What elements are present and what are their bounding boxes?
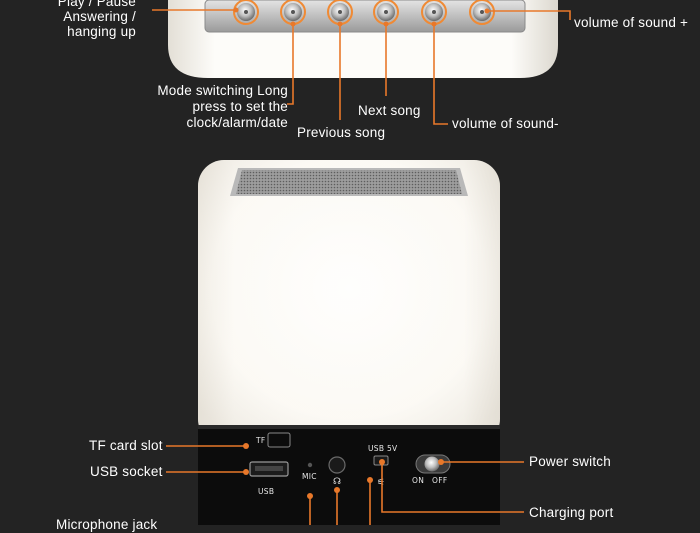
answering-label: Answering /: [63, 9, 136, 24]
speaker-grille: [236, 170, 462, 194]
speaker-lamp: [198, 160, 500, 525]
top-leader-lines: [152, 7, 571, 125]
panel-ports: ☊ ⚟: [249, 432, 451, 488]
mode-label-line3: clock/alarm/date: [186, 115, 288, 130]
panel-mic-text: MIC: [302, 472, 317, 481]
previous-song-label: Previous song: [297, 125, 386, 140]
panel-off-text: OFF: [432, 476, 448, 485]
tf-card-slot-label: TF card slot: [89, 438, 163, 453]
headphone-icon: ☊: [333, 477, 341, 487]
next-song-button[interactable]: [373, 0, 399, 25]
play-pause-button[interactable]: [233, 0, 259, 25]
panel-usb-text: USB: [258, 487, 275, 496]
leader-charging: [381, 462, 524, 513]
headphone-jack[interactable]: [328, 456, 346, 474]
volume-down-label: volume of sound-: [452, 116, 559, 131]
leader-volume-down: [433, 24, 448, 125]
usb-socket-label: USB socket: [90, 464, 163, 479]
usb-symbol-icon: ⚟: [377, 478, 385, 488]
volume-up-button[interactable]: [469, 0, 495, 25]
mode-label-line1: Mode switching Long: [157, 83, 288, 98]
bottom-panel: [198, 425, 500, 525]
panel-usb5v-text: USB 5V: [368, 444, 398, 453]
bottom-leader-lines: [166, 443, 524, 525]
next-song-label: Next song: [358, 103, 421, 118]
leader-mode: [287, 24, 294, 105]
previous-song-button[interactable]: [327, 0, 353, 25]
play-pause-label: Play / Pause: [57, 0, 136, 9]
mode-button[interactable]: [280, 0, 306, 25]
leader-volume-up: [487, 10, 571, 20]
panel-tf-text: TF: [256, 436, 266, 445]
panel-on-text: ON: [412, 476, 425, 485]
top-panel: [168, 0, 558, 78]
mic-hole: [307, 462, 313, 468]
volume-down-button[interactable]: [421, 0, 447, 25]
mode-label-line2: press to set the: [192, 99, 288, 114]
tf-slot[interactable]: [267, 432, 291, 448]
charging-port-label: Charging port: [529, 505, 614, 520]
power-switch-label: Power switch: [529, 454, 611, 469]
hanging-up-label: hanging up: [67, 24, 136, 39]
microphone-label: Microphone jack: [56, 517, 158, 532]
volume-up-label: volume of sound +: [574, 15, 689, 30]
